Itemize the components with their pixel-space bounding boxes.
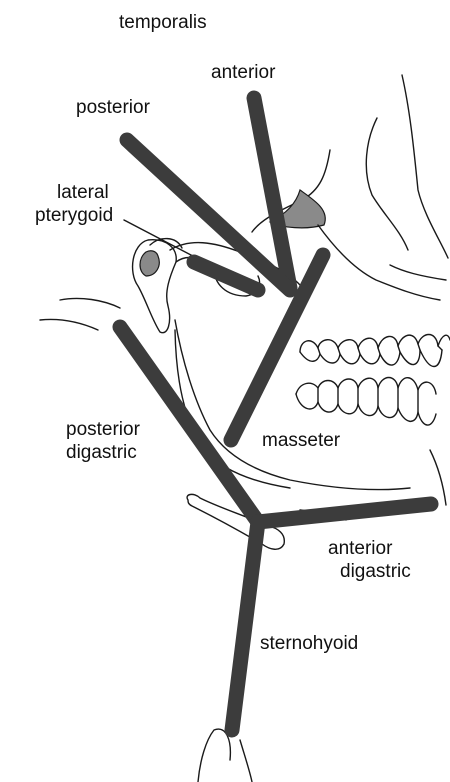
label-posterior-digastric-line1: posterior: [66, 419, 140, 441]
label-masseter: masseter: [262, 430, 340, 452]
label-anterior-digastric-line1: anterior: [328, 538, 392, 560]
label-temporalis-posterior: posterior: [76, 97, 150, 119]
lateral-pterygoid-muscle: [194, 262, 258, 290]
label-temporalis-anterior: anterior: [211, 62, 275, 84]
upper-teeth: [300, 335, 450, 367]
sternohyoid-muscle: [232, 522, 258, 730]
label-anterior-digastric-line2: digastric: [340, 561, 411, 583]
label-lateral-pterygoid-line1: lateral: [57, 182, 109, 204]
lower-teeth: [296, 378, 436, 426]
label-posterior-digastric-line2: digastric: [66, 442, 137, 464]
label-sternohyoid: sternohyoid: [260, 633, 358, 655]
label-lateral-pterygoid-line2: pterygoid: [35, 205, 113, 227]
anterior-digastric-muscle: [258, 504, 431, 522]
label-temporalis: temporalis: [119, 12, 207, 34]
